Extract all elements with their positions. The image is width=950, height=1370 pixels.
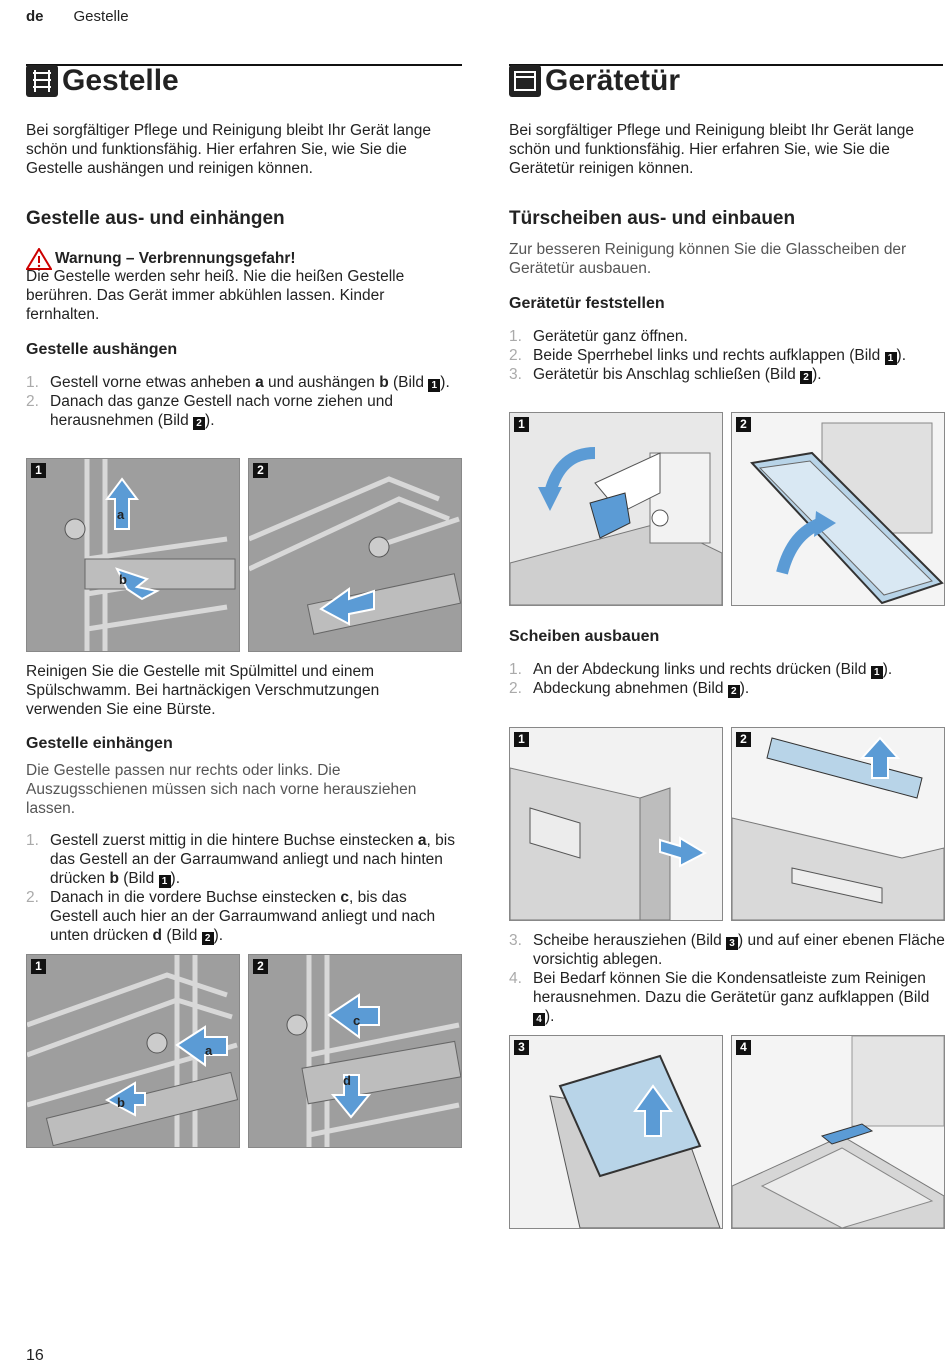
language-tag: de bbox=[26, 8, 44, 25]
intro-text: Bei sorgfältiger Pflege und Reinigung bl… bbox=[26, 122, 431, 177]
figure-marker-b: b bbox=[117, 1095, 125, 1110]
figure-marker-c: c bbox=[353, 1013, 361, 1028]
figure-label: 2 bbox=[253, 959, 268, 974]
intro-text: Bei sorgfältiger Pflege und Reinigung bl… bbox=[509, 122, 914, 177]
figure-label: 2 bbox=[736, 732, 751, 747]
figure-insert-1: 1 a b bbox=[26, 954, 240, 1148]
list-item: 1.An der Abdeckung links und rechts drüc… bbox=[509, 661, 893, 679]
title-rule bbox=[26, 64, 462, 66]
insert-intro: Die Gestelle passen nur rechts oder link… bbox=[26, 762, 417, 817]
list-item: 2.Abdeckung abnehmen (Bild 2). bbox=[509, 680, 750, 698]
figure-marker-a: a bbox=[117, 507, 125, 522]
page-header: de Gestelle bbox=[26, 8, 129, 25]
figure-label: 1 bbox=[31, 959, 46, 974]
figure-label: 2 bbox=[736, 417, 751, 432]
figure-marker-d: d bbox=[343, 1073, 351, 1088]
warning-title: Warnung – Verbrennungsgefahr! bbox=[55, 250, 296, 267]
list-item: 1.Gestell zuerst mittig in die hintere B… bbox=[26, 832, 455, 888]
list-item: 3.Scheibe herausziehen (Bild 3) und auf … bbox=[509, 932, 945, 968]
warning-text: Die Gestelle werden sehr heiß. Nie die h… bbox=[26, 268, 405, 323]
figure-remove-1: 1 a b bbox=[26, 458, 240, 652]
figure-lock-2: 2 bbox=[731, 412, 945, 606]
oven-door-icon bbox=[509, 65, 541, 97]
figure-lock-1: 1 bbox=[509, 412, 723, 606]
heading-insert: Gestelle einhängen bbox=[26, 735, 173, 752]
subsection-text: Zur besseren Reinigung können Sie die Gl… bbox=[509, 241, 907, 277]
list-item: 2.Beide Sperrhebel links und rechts aufk… bbox=[509, 347, 907, 365]
section-title: Gerätetür bbox=[545, 64, 681, 97]
list-item: 2.Danach das ganze Gestell nach vorne zi… bbox=[26, 393, 393, 430]
clean-text: Reinigen Sie die Gestelle mit Spülmittel… bbox=[26, 663, 380, 718]
figure-label: 2 bbox=[253, 463, 268, 478]
list-item: 1.Gestell vorne etwas anheben a und aush… bbox=[26, 374, 450, 392]
list-item: 2.Danach in die vordere Buchse einstecke… bbox=[26, 889, 436, 945]
figure-label: 4 bbox=[736, 1040, 751, 1055]
rack-icon bbox=[26, 65, 58, 97]
figure-marker-a: a bbox=[205, 1043, 213, 1058]
header-section: Gestelle bbox=[73, 8, 129, 25]
figure-remove-2: 2 bbox=[248, 458, 462, 652]
page-title: Gestelle bbox=[26, 64, 179, 98]
lock-steps: 1.Gerätetür ganz öffnen. 2.Beide Sperrhe… bbox=[509, 327, 939, 384]
warning-heading: Warnung – Verbrennungsgefahr! bbox=[26, 248, 296, 270]
remove-steps: 1.Gestell vorne etwas anheben a und aush… bbox=[26, 373, 458, 430]
list-item: 3.Gerätetür bis Anschlag schließen (Bild… bbox=[509, 366, 822, 384]
warning-icon bbox=[26, 248, 52, 270]
figure-label: 1 bbox=[31, 463, 46, 478]
pane-steps-b: 3.Scheibe herausziehen (Bild 3) und auf … bbox=[509, 931, 945, 1026]
page-number: 16 bbox=[26, 1347, 44, 1364]
figure-label: 3 bbox=[514, 1040, 529, 1055]
heading-panes: Scheiben ausbauen bbox=[509, 628, 660, 645]
figure-insert-2: 2 c d bbox=[248, 954, 462, 1148]
heading-lock: Gerätetür feststellen bbox=[509, 295, 665, 312]
figure-marker-b: b bbox=[119, 572, 127, 587]
figure-label: 1 bbox=[514, 417, 529, 432]
subsection-heading: Gestelle aus- und einhängen bbox=[26, 208, 285, 229]
page-title: Gerätetür bbox=[509, 64, 680, 98]
heading-remove: Gestelle aushängen bbox=[26, 341, 178, 358]
title-rule bbox=[509, 64, 943, 66]
list-item: 4.Bei Bedarf können Sie die Kondensatlei… bbox=[509, 970, 930, 1026]
section-title: Gestelle bbox=[62, 64, 179, 97]
figure-panes-3: 3 bbox=[509, 1035, 723, 1229]
insert-steps: 1.Gestell zuerst mittig in die hintere B… bbox=[26, 831, 458, 945]
figure-panes-4: 4 bbox=[731, 1035, 945, 1229]
figure-panes-2: 2 bbox=[731, 727, 945, 921]
pane-steps-a: 1.An der Abdeckung links und rechts drüc… bbox=[509, 660, 939, 698]
figure-panes-1: 1 bbox=[509, 727, 723, 921]
subsection-heading: Türscheiben aus- und einbauen bbox=[509, 208, 796, 229]
list-item: 1.Gerätetür ganz öffnen. bbox=[509, 328, 688, 345]
figure-label: 1 bbox=[514, 732, 529, 747]
